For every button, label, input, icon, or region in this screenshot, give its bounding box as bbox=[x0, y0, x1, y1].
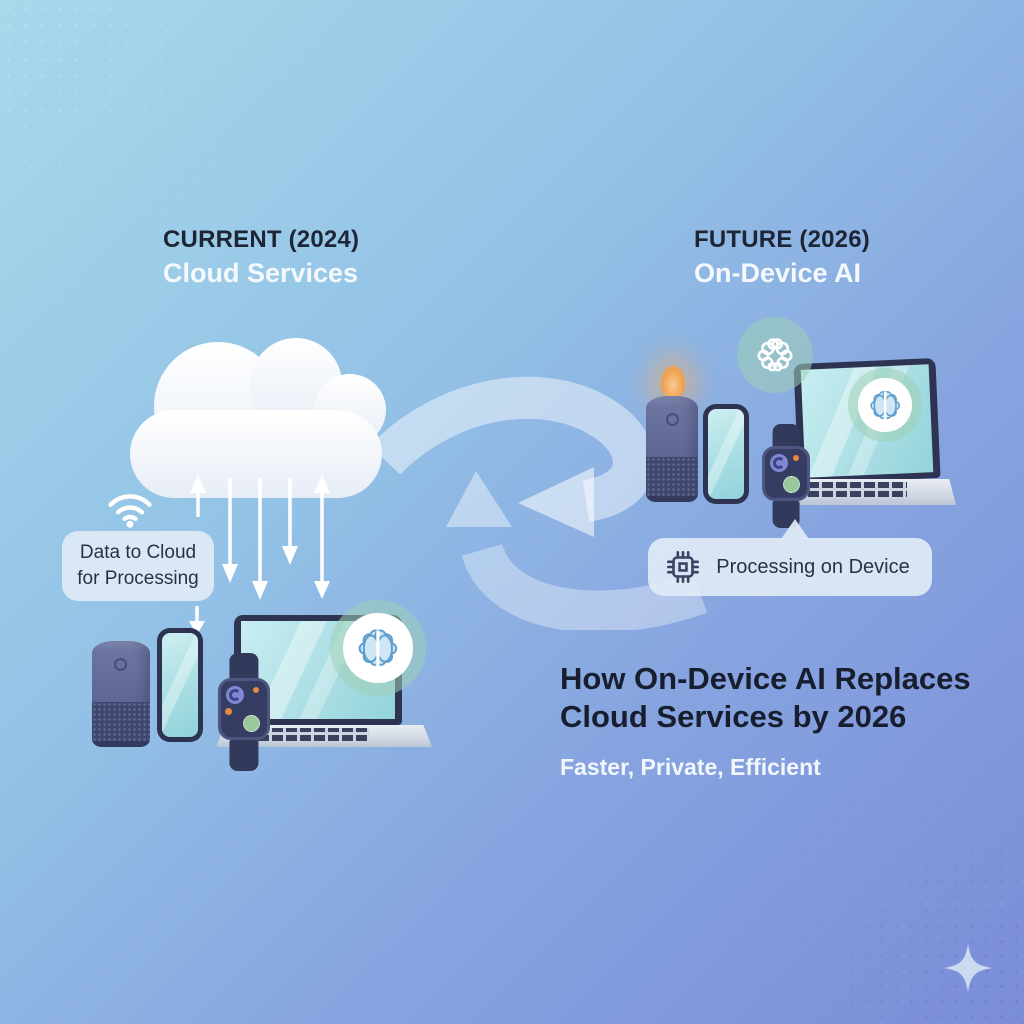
watch-band bbox=[229, 653, 259, 683]
footer-title: How On-Device AI Replaces Cloud Services… bbox=[560, 660, 990, 736]
down-arrow-icon bbox=[189, 606, 205, 635]
watch-face bbox=[218, 677, 270, 741]
smart-speaker bbox=[92, 641, 150, 747]
laptop-keyboard bbox=[244, 728, 370, 741]
watch-complication bbox=[253, 686, 259, 693]
phone-notch bbox=[169, 628, 191, 633]
watch-band bbox=[772, 424, 800, 450]
smart-speaker bbox=[646, 396, 698, 502]
speaker-button bbox=[665, 412, 679, 426]
phone-notch bbox=[715, 404, 737, 409]
data-to-cloud-callout: Data to Cloud for Processing bbox=[62, 531, 214, 601]
speaker-grill bbox=[646, 457, 698, 496]
brain-icon bbox=[870, 390, 900, 420]
brain-icon bbox=[358, 629, 398, 667]
sparkle-icon bbox=[944, 944, 992, 992]
data-flow-arrows bbox=[190, 475, 330, 600]
future-heading-block: FUTURE (2026) On-Device AI bbox=[694, 226, 870, 289]
watch-complication bbox=[243, 715, 260, 733]
future-heading: FUTURE (2026) bbox=[694, 226, 870, 253]
watch-complication bbox=[793, 454, 799, 461]
current-heading-block: CURRENT (2024) Cloud Services bbox=[163, 226, 359, 289]
cycle-arrows-icon bbox=[370, 376, 708, 630]
ai-badge-disc bbox=[343, 613, 413, 683]
brain-icon bbox=[757, 338, 793, 372]
watch-band bbox=[229, 740, 259, 771]
smartwatch bbox=[218, 653, 270, 771]
watch-complication bbox=[783, 475, 800, 493]
ai-badge bbox=[330, 600, 426, 696]
callout-text: Processing on Device bbox=[716, 555, 910, 578]
speaker-light-glow bbox=[661, 366, 685, 398]
speaker-foot bbox=[92, 740, 150, 747]
speaker-foot bbox=[646, 495, 698, 502]
current-heading: CURRENT (2024) bbox=[163, 226, 360, 253]
processing-on-device-callout: Processing on Device bbox=[648, 538, 932, 596]
ai-badge-disc bbox=[858, 378, 912, 432]
footer-subtitle: Faster, Private, Efficient bbox=[560, 754, 821, 780]
ai-badge bbox=[848, 368, 922, 442]
current-subheading: Cloud Services bbox=[163, 257, 359, 288]
watch-face bbox=[762, 445, 810, 501]
phone-screen bbox=[162, 633, 198, 737]
callout-tail bbox=[781, 519, 809, 539]
laptop-keyboard bbox=[808, 482, 907, 498]
cloud-icon bbox=[130, 338, 386, 498]
watch-complication bbox=[225, 707, 232, 715]
speaker-grill bbox=[92, 702, 150, 741]
smartphone bbox=[703, 404, 749, 504]
future-subheading: On-Device AI bbox=[694, 257, 862, 288]
callout-line: for Processing bbox=[77, 568, 199, 589]
phone-screen bbox=[708, 409, 744, 499]
laptop-base bbox=[786, 479, 956, 505]
wifi-icon bbox=[108, 494, 152, 528]
ai-badge bbox=[737, 317, 813, 393]
smartwatch bbox=[762, 424, 810, 528]
laptop-base bbox=[216, 725, 432, 747]
chip-icon bbox=[667, 551, 700, 583]
callout-line: Data to Cloud bbox=[79, 542, 197, 564]
watch-complication bbox=[770, 453, 788, 472]
speaker-button bbox=[114, 657, 128, 671]
watch-complication bbox=[226, 685, 244, 704]
footer-title-line2: Cloud Services by 2026 bbox=[560, 698, 907, 734]
smartphone bbox=[157, 628, 203, 742]
footer-title-line1: How On-Device AI Replaces bbox=[560, 661, 971, 696]
